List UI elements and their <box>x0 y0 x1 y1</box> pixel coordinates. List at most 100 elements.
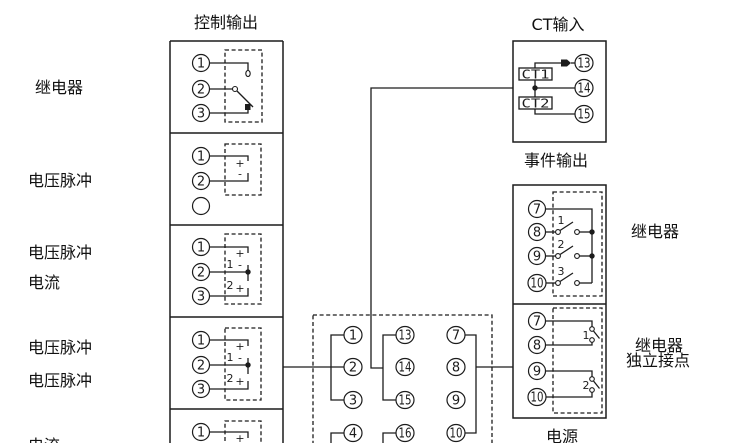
wire <box>209 155 249 161</box>
voltage-pulse-output-section: 1 2 + - <box>191 143 262 216</box>
voltage-pulse-current-output-section: 1 2 3 + 1 - 2 + <box>191 233 262 306</box>
ct-input-border <box>512 40 607 143</box>
terminal-block: 1 2 3 4 13 14 15 16 7 8 9 10 <box>283 87 513 443</box>
wire <box>209 339 249 346</box>
output-index-label: 2 <box>227 372 234 385</box>
wire <box>545 320 593 327</box>
terminal-number: 10 <box>450 427 463 442</box>
control-output-panel <box>169 40 284 443</box>
terminal-number: 7 <box>533 203 541 218</box>
switch-blade <box>559 221 574 232</box>
output-type-label-voltage-pulse: 电压脉冲 <box>28 243 92 262</box>
wire <box>209 62 249 71</box>
switch-blade <box>592 330 601 339</box>
terminal-number: 8 <box>533 339 541 354</box>
terminal-number: 13 <box>578 57 591 72</box>
relay-contact-label: 2 <box>558 238 565 251</box>
terminal-number: 14 <box>578 82 591 97</box>
switch-contact-icon <box>589 387 595 393</box>
event-relay-label: 继电器 <box>631 222 679 241</box>
terminal-number: 1 <box>197 426 205 441</box>
output-enclosure <box>224 143 262 196</box>
switch-contact-icon <box>574 253 580 259</box>
wire <box>209 431 249 438</box>
output-index-label: 2 <box>227 279 234 292</box>
terminal-number: 2 <box>349 361 357 376</box>
switch-contact-icon <box>555 280 561 286</box>
output-type-label-voltage-pulse: 电压脉冲 <box>28 171 92 190</box>
terminal-number: 7 <box>452 329 460 344</box>
terminal-block-enclosure <box>312 314 493 443</box>
output-type-label-voltage-pulse: 电压脉冲 <box>28 371 92 390</box>
wire-bracket <box>330 334 344 401</box>
terminal-circle <box>446 390 466 410</box>
output-type-label-current: 电流 <box>28 273 60 292</box>
terminal-number: 3 <box>197 107 205 122</box>
power-supply-heading: 电源 <box>546 427 578 443</box>
wire <box>546 392 593 398</box>
wire <box>534 62 561 68</box>
ct-input-heading: CT输入 <box>532 15 585 34</box>
terminal-number: 4 <box>349 427 357 442</box>
switch-contact-icon <box>555 229 561 235</box>
event-output-panel: 7 8 9 10 1 2 <box>512 184 607 419</box>
terminal-number: 3 <box>197 290 205 305</box>
terminal-number: 2 <box>197 83 205 98</box>
output-index-label: 1 <box>227 258 234 271</box>
terminal-number: 7 <box>533 315 541 330</box>
wire-bracket <box>382 432 396 443</box>
polarity-plus: + <box>235 375 244 388</box>
switch-contact-icon <box>574 280 580 286</box>
terminal-number: 15 <box>399 394 412 409</box>
polarity-minus: - <box>238 168 242 181</box>
switch-contact-icon <box>574 229 580 235</box>
polarity-minus: - <box>238 352 242 365</box>
relay-contact-label: 2 <box>583 379 590 392</box>
terminal-number: 16 <box>399 427 412 442</box>
polarity-plus: + <box>235 340 244 353</box>
control-output-heading: 控制输出 <box>194 13 258 32</box>
ct2-label: CT2 <box>522 97 550 111</box>
switch-contact-icon <box>555 253 561 259</box>
relay-contact-label: 1 <box>558 214 565 227</box>
wire <box>209 109 249 114</box>
output-index-label: 1 <box>227 351 234 364</box>
relay-enclosure <box>552 307 603 414</box>
junction-dot <box>589 229 595 235</box>
event-output-border <box>512 184 607 419</box>
polarity-plus: + <box>235 157 244 170</box>
switch-blade <box>559 245 574 256</box>
terminal-number: 2 <box>197 175 205 190</box>
terminal-number: 9 <box>533 250 541 265</box>
terminal-circle <box>395 357 415 377</box>
ct-input-panel: CT1 CT2 13 14 15 <box>512 40 607 143</box>
wire <box>209 173 249 182</box>
terminal-number: 3 <box>349 394 357 409</box>
ct1-label: CT1 <box>522 68 550 82</box>
terminal-number: 2 <box>197 266 205 281</box>
switch-contact-icon <box>589 376 595 382</box>
relay-enclosure <box>224 49 263 123</box>
terminal-number: 13 <box>399 329 412 344</box>
junction-dot <box>245 269 251 275</box>
terminal-number: 3 <box>197 383 205 398</box>
terminal-number: 9 <box>533 365 541 380</box>
output-type-label-current: 电流 <box>28 436 60 443</box>
terminal-number: 15 <box>578 108 591 123</box>
polarity-minus: - <box>238 259 242 272</box>
wire-bracket <box>330 432 344 443</box>
wire-ct-input-to-block <box>370 87 513 369</box>
relay-contact-nc-icon <box>245 69 251 78</box>
output-enclosure <box>224 420 262 443</box>
relay-contact-no-icon <box>245 104 251 110</box>
current-output-section: 1 + <box>191 420 262 443</box>
event-relay-section: 7 8 9 10 1 2 <box>527 191 603 297</box>
wire <box>545 342 593 346</box>
terminal-circle-unused <box>191 196 211 216</box>
output-enclosure <box>224 327 262 401</box>
output-type-label-voltage-pulse: 电压脉冲 <box>28 338 92 357</box>
terminal-circle <box>574 104 594 124</box>
terminal-number: 8 <box>452 361 460 376</box>
wire <box>209 246 249 253</box>
terminal-number: 10 <box>531 391 544 406</box>
